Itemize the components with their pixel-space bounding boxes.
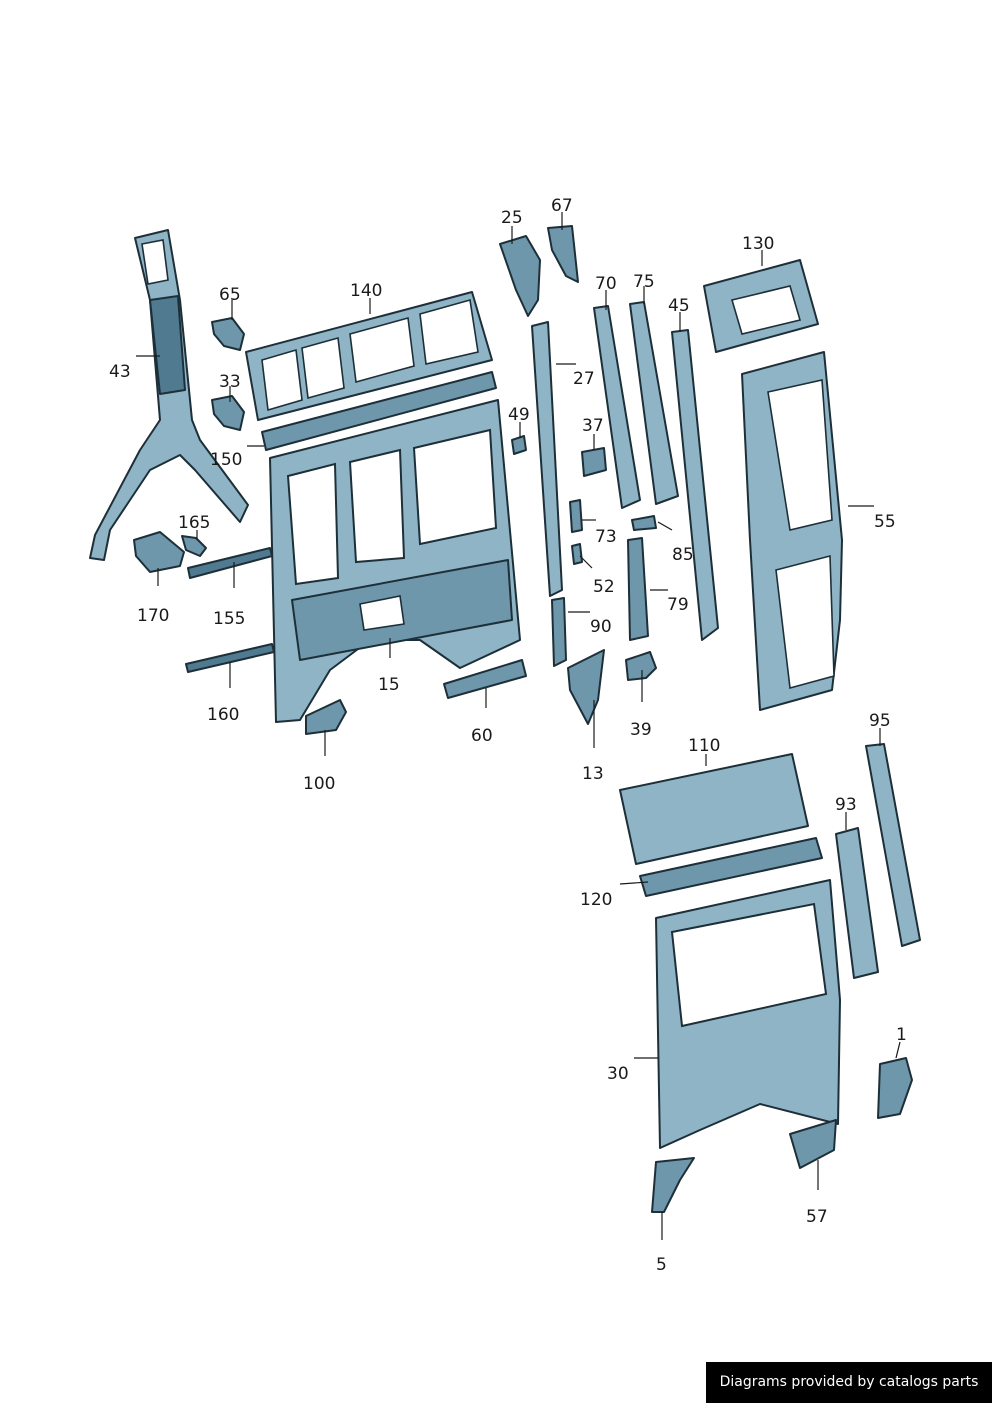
part-165-bolt	[181, 535, 207, 557]
part-13-bracket	[567, 649, 605, 725]
part-25-upper-bracket	[499, 235, 541, 317]
part-39-bracket	[625, 651, 657, 681]
part-52-bracket	[571, 543, 583, 565]
callout-165: 165	[178, 513, 210, 533]
part-55-rear-panel	[741, 351, 843, 711]
part-57-bracket	[789, 1119, 837, 1169]
part-155-strip	[187, 547, 273, 579]
part-140-upper-panel	[245, 291, 493, 421]
leader-85	[657, 521, 673, 531]
part-30-outer-panel	[655, 879, 841, 1149]
part-45-pillar	[671, 329, 719, 641]
part-170-clip	[133, 531, 185, 573]
callout-67: 67	[551, 196, 573, 216]
part-65-bracket	[211, 317, 245, 351]
part-5-bracket	[651, 1157, 695, 1213]
callout-30: 30	[607, 1064, 629, 1084]
part-15-side-panel	[269, 399, 521, 723]
callout-60: 60	[471, 726, 493, 746]
callout-150: 150	[210, 450, 242, 470]
part-79-bracket	[627, 537, 649, 641]
callout-79: 79	[667, 595, 689, 615]
part-95-pillar	[865, 743, 921, 947]
callout-39: 39	[630, 720, 652, 740]
callout-37: 37	[582, 416, 604, 436]
leader-120	[619, 881, 649, 885]
callout-75: 75	[633, 272, 655, 292]
part-37-bracket	[581, 447, 607, 477]
callout-85: 85	[672, 545, 694, 565]
callout-100: 100	[303, 774, 335, 794]
callout-93: 93	[835, 795, 857, 815]
part-130-panel	[703, 259, 819, 353]
callout-5: 5	[656, 1255, 667, 1275]
part-85-bracket	[631, 515, 657, 531]
part-93-pillar	[835, 827, 879, 979]
part-43-pillar	[89, 229, 249, 561]
callout-25: 25	[501, 208, 523, 228]
part-60-sill	[443, 659, 527, 699]
leader-52	[579, 555, 593, 569]
credit-banner: Diagrams provided by catalogs parts	[706, 1362, 992, 1403]
callout-49: 49	[508, 405, 530, 425]
callout-57: 57	[806, 1207, 828, 1227]
callout-170: 170	[137, 606, 169, 626]
callout-140: 140	[350, 281, 382, 301]
part-75-pillar	[629, 301, 679, 505]
callout-labels: 43 65 33 140 150 165 170 155 160 15 100 …	[109, 196, 907, 1275]
callout-160: 160	[207, 705, 239, 725]
part-73-bracket	[569, 499, 583, 533]
part-33-bracket	[211, 395, 245, 431]
callout-52: 52	[593, 577, 615, 597]
callout-95: 95	[869, 711, 891, 731]
part-110-upper-panel	[619, 753, 809, 865]
part-100-bracket	[305, 699, 347, 735]
part-1-bracket	[877, 1057, 913, 1119]
callout-65: 65	[219, 285, 241, 305]
callout-90: 90	[590, 617, 612, 637]
part-49-clip	[511, 435, 527, 455]
callout-1: 1	[896, 1025, 907, 1045]
callout-130: 130	[742, 234, 774, 254]
part-70-pillar	[593, 305, 641, 509]
callout-155: 155	[213, 609, 245, 629]
credit-text: Diagrams provided by catalogs parts	[719, 1374, 979, 1390]
callout-110: 110	[688, 736, 720, 756]
leader-lines	[136, 212, 901, 1240]
part-150-rail	[261, 371, 497, 451]
part-90-bracket	[551, 597, 567, 667]
part-67-upper-bracket	[547, 225, 579, 283]
part-160-strip	[185, 643, 275, 673]
callout-13: 13	[582, 764, 604, 784]
callout-33: 33	[219, 372, 241, 392]
callout-55: 55	[874, 512, 896, 532]
callout-27: 27	[573, 369, 595, 389]
callout-120: 120	[580, 890, 612, 910]
callout-70: 70	[595, 274, 617, 294]
callout-15: 15	[378, 675, 400, 695]
callout-45: 45	[668, 296, 690, 316]
part-120-strip	[639, 837, 823, 897]
callout-73: 73	[595, 527, 617, 547]
leader-1	[895, 1041, 901, 1059]
callout-43: 43	[109, 362, 131, 382]
part-27-pillar-strip	[531, 321, 563, 597]
